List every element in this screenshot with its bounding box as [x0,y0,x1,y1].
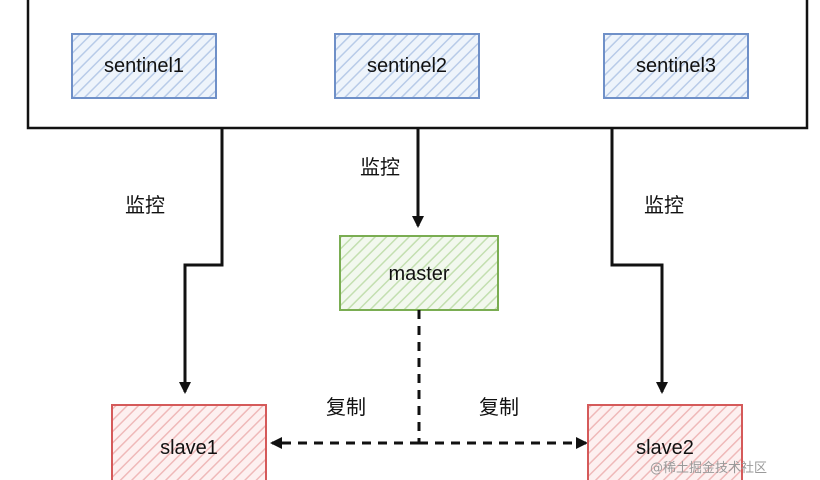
slave1-node: slave1 [111,404,267,480]
slave1-label: slave1 [160,437,218,459]
sentinel3-label: sentinel3 [636,55,716,77]
replicate-left-label: 复制 [326,395,366,419]
sentinel1-label: sentinel1 [104,55,184,77]
monitor-edge-right [610,128,668,394]
replicate-right-label: 复制 [479,395,519,419]
monitor-left-label: 监控 [125,193,165,217]
slave2-label: slave2 [636,437,694,459]
sentinel2-node: sentinel2 [334,33,480,99]
slave2-node: slave2 [587,404,743,480]
monitor-center-label: 监控 [360,155,400,179]
watermark-text: @稀土掘金技术社区 [650,460,767,476]
monitor-edge-left [179,128,224,394]
monitor-right-label: 监控 [644,193,684,217]
sentinel2-label: sentinel2 [367,55,447,77]
sentinel3-node: sentinel3 [603,33,749,99]
sentinel1-node: sentinel1 [71,33,217,99]
master-label: master [388,263,449,285]
master-node: master [339,235,499,311]
